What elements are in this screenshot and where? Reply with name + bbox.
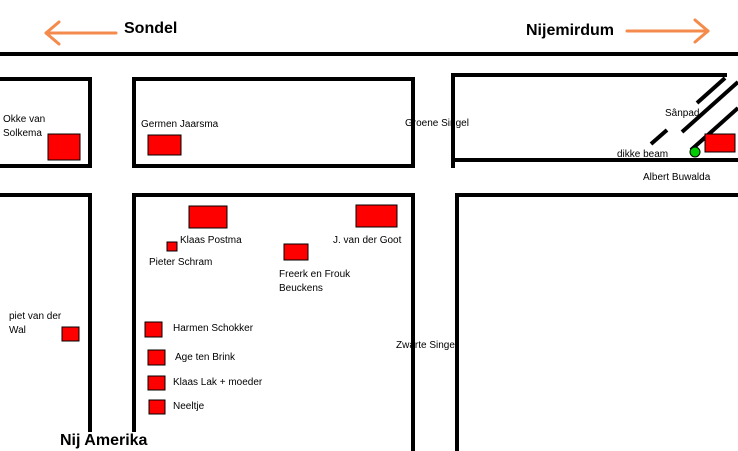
house-germen [147,134,182,156]
house-klaas-postma-small [166,241,178,252]
label-freerk: Freerk en Frouk Beuckens [279,269,351,294]
street-zwarte-singel: Zwarte Singel [396,340,458,351]
houses [47,133,736,415]
label-klaas-postma: Klaas Postma [180,235,242,246]
label-albert: Albert Buwalda [643,172,711,183]
label-harmen: Harmen Schokker [173,323,254,334]
direction-nijemirdum: Nijemirdum [526,22,615,39]
dikke-beam-marker-icon [689,146,701,158]
label-germen: Germen Jaarsma [141,119,219,130]
label-piet: piet van der Wal [9,311,62,336]
house-neeltje [148,399,166,415]
street-sanpad: Sânpad [665,108,700,119]
house-klaas-postma-large [188,205,228,229]
house-okke [47,133,81,161]
label-klaas-lak: Klaas Lak + moeder [173,377,263,388]
label-neeltje: Neeltje [173,401,205,412]
house-age [147,349,166,366]
road-lines [0,52,738,451]
house-vandergoot [355,204,398,228]
label-dikke-beam: dikke beam [617,149,669,160]
arrow-east-icon [625,18,710,44]
label-pieter: Pieter Schram [149,257,213,268]
house-harmen [144,321,163,338]
label-age: Age ten Brink [175,352,236,363]
direction-sondel: Sondel [124,20,178,37]
house-albert [704,133,736,153]
sanpad-path [649,76,738,152]
street-groene-singel: Groene Singel [405,118,469,129]
direction-nij-amerika: Nij Amerika [60,432,148,449]
house-freerk [283,243,309,261]
house-klaas-lak [147,375,166,391]
label-okke: Okke van Solkema [3,114,46,139]
label-vandergoot: J. van der Goot [333,235,402,246]
arrow-west-icon [44,20,118,46]
house-piet [61,326,80,342]
